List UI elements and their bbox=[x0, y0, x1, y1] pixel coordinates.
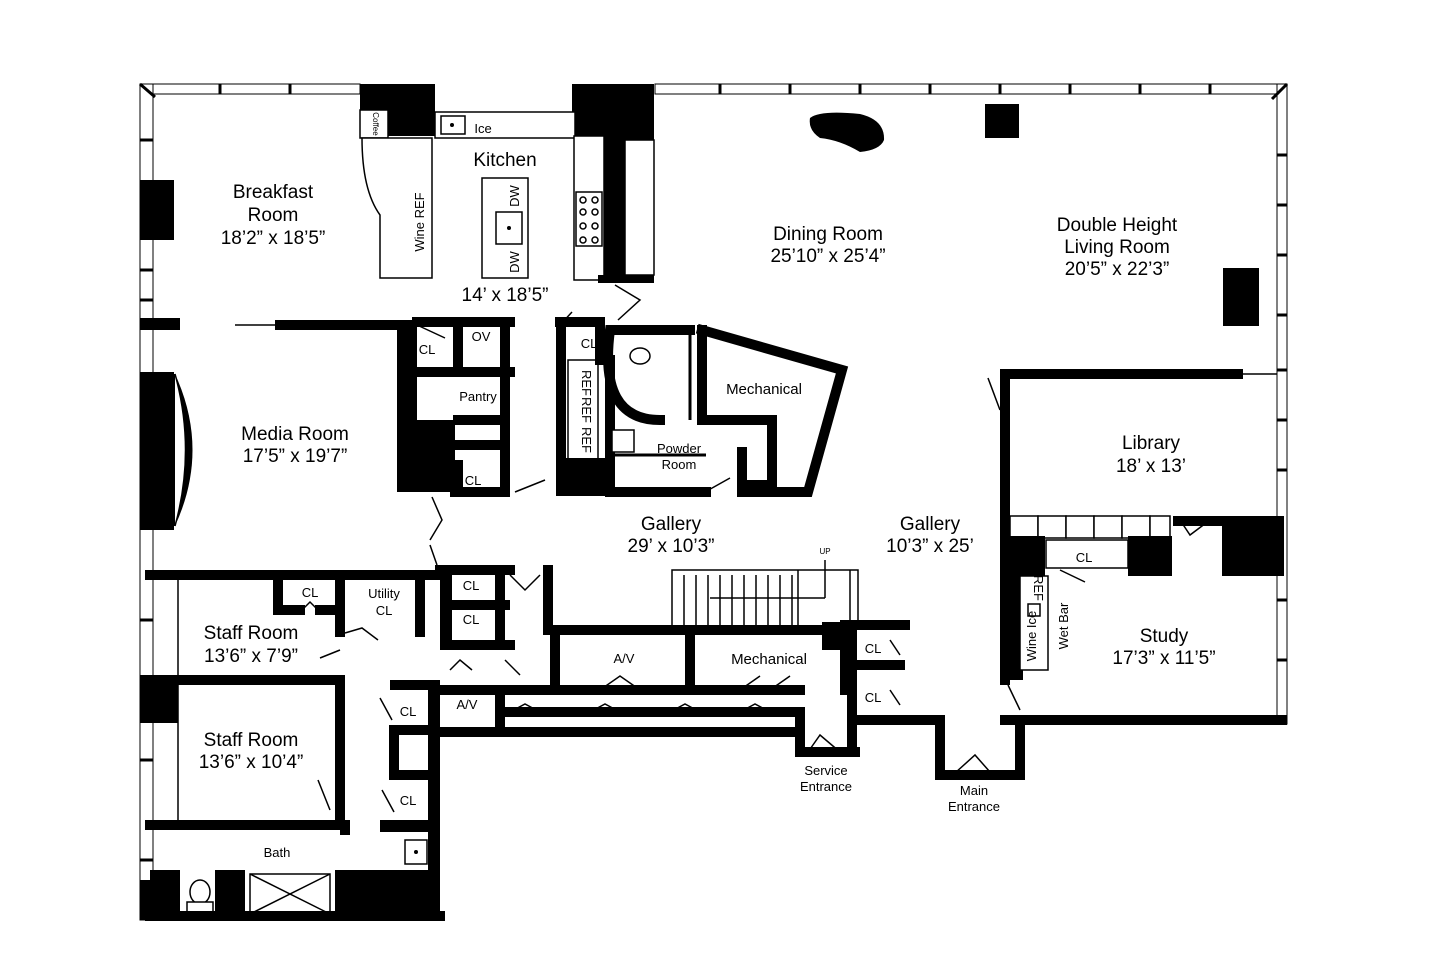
bar-ref-label: REF bbox=[1031, 575, 1046, 601]
dining-room-dimensions: 25’10” x 25’4” bbox=[770, 246, 885, 267]
breakfast-room-name-line2: Room bbox=[248, 205, 299, 226]
utility-name-line1: Utility bbox=[368, 586, 400, 601]
closet-label: CL bbox=[463, 612, 480, 627]
main-entrance-line2: Entrance bbox=[948, 799, 1000, 814]
kitchen-block bbox=[359, 84, 655, 283]
closet-label: CL bbox=[419, 342, 436, 357]
staff-room-2-name: Staff Room bbox=[204, 730, 299, 751]
dishwasher-bottom-label: DW bbox=[507, 250, 522, 272]
media-room-dimensions: 17’5” x 19’7” bbox=[243, 446, 348, 467]
closet-labels: CL CL CL CL CL CL CL CL CL CL CL bbox=[302, 336, 1093, 808]
closet-label: CL bbox=[400, 793, 417, 808]
closet-label: CL bbox=[581, 336, 598, 351]
living-room-name-line2: Living Room bbox=[1064, 237, 1170, 258]
main-entrance-line1: Main bbox=[960, 783, 988, 798]
library-name: Library bbox=[1122, 433, 1181, 454]
mechanical-top-name: Mechanical bbox=[726, 381, 802, 398]
dishwasher-top-label: DW bbox=[507, 184, 522, 206]
powder-room-name-line1: Powder bbox=[657, 441, 702, 456]
closet-label: CL bbox=[465, 473, 482, 488]
wine-ref-label: Wine REF bbox=[412, 192, 427, 251]
stair-up-label: UP bbox=[819, 547, 830, 556]
kitchen-dimensions: 14’ x 18’5” bbox=[462, 285, 549, 306]
oven-label: OV bbox=[472, 329, 491, 344]
ice-label: Ice bbox=[474, 121, 491, 136]
mechanical-bottom-name: Mechanical bbox=[731, 651, 807, 668]
gallery-main-dimensions: 29’ x 10’3” bbox=[628, 536, 715, 557]
gallery-side-name: Gallery bbox=[900, 514, 961, 535]
closet-label: CL bbox=[302, 585, 319, 600]
living-room-dimensions: 20’5” x 22’3” bbox=[1065, 259, 1170, 280]
study-name: Study bbox=[1140, 626, 1189, 647]
powder-room-name-line2: Room bbox=[662, 457, 697, 472]
service-entrance-line2: Entrance bbox=[800, 779, 852, 794]
breakfast-room-dimensions: 18’2” x 18’5” bbox=[221, 228, 326, 249]
closet-label: CL bbox=[865, 690, 882, 705]
room-labels: Breakfast Room 18’2” x 18’5” Kitchen 14’… bbox=[199, 150, 1216, 860]
wet-bar-label: Wet Bar bbox=[1056, 602, 1071, 649]
entrance-labels: Service Entrance Main Entrance bbox=[800, 763, 1000, 814]
media-room-name: Media Room bbox=[241, 424, 349, 445]
wine-ice-label: Wine Ice bbox=[1024, 611, 1039, 662]
staff-room-1-dimensions: 13’6” x 7’9” bbox=[204, 646, 298, 667]
utility-name-line2: CL bbox=[376, 603, 393, 618]
service-entrance-line1: Service bbox=[804, 763, 847, 778]
study-dimensions: 17’3” x 11’5” bbox=[1112, 648, 1215, 669]
closet-label: CL bbox=[463, 578, 480, 593]
closet-label: CL bbox=[1076, 550, 1093, 565]
coffee-label: Coffee bbox=[371, 112, 380, 136]
gallery-side-dimensions: 10’3” x 25’ bbox=[886, 536, 974, 557]
staff-room-1-name: Staff Room bbox=[204, 623, 299, 644]
living-room-name-line1: Double Height bbox=[1057, 215, 1178, 236]
closet-label: CL bbox=[865, 641, 882, 656]
ref-label-3: REF bbox=[579, 427, 594, 453]
av-room-1-name: A/V bbox=[614, 651, 635, 666]
breakfast-room-name-line1: Breakfast bbox=[233, 182, 314, 203]
kitchen-name: Kitchen bbox=[473, 150, 536, 171]
closet-label: CL bbox=[400, 704, 417, 719]
ref-label-1: REF bbox=[579, 370, 594, 396]
av-room-2-name: A/V bbox=[457, 697, 478, 712]
gallery-main-name: Gallery bbox=[641, 514, 702, 535]
library-dimensions: 18’ x 13’ bbox=[1116, 456, 1186, 477]
exterior-walls bbox=[139, 82, 1289, 921]
fixture-labels: Coffee Ice Wine REF DW DW OV REF REF REF… bbox=[371, 112, 1071, 661]
pantry-name: Pantry bbox=[459, 389, 497, 404]
dining-room-name: Dining Room bbox=[773, 224, 883, 245]
staff-room-2-dimensions: 13’6” x 10’4” bbox=[199, 752, 304, 773]
bath-name: Bath bbox=[264, 845, 291, 860]
ref-label-2: REF bbox=[579, 397, 594, 423]
interior-walls bbox=[145, 104, 1287, 921]
